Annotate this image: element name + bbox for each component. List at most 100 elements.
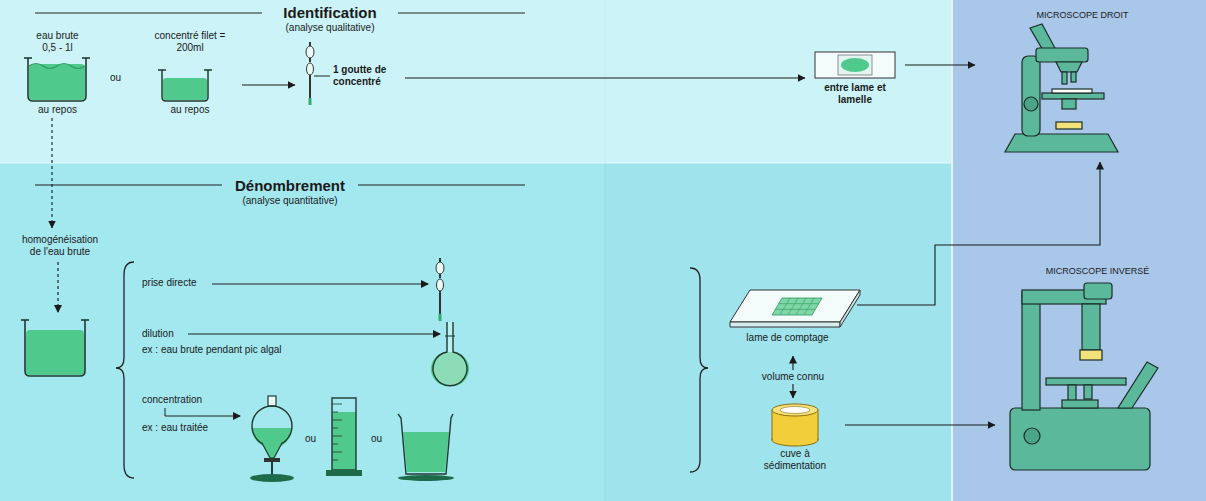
node-label: homogénéisation de l'eau brute bbox=[20, 234, 100, 258]
inverted-microscope bbox=[1084, 283, 1112, 299]
connector bbox=[845, 424, 995, 425]
upright-microscope bbox=[1024, 97, 1038, 111]
connector bbox=[905, 64, 975, 65]
connector bbox=[51, 118, 52, 228]
graduated-cylinder bbox=[332, 444, 338, 445]
text-holder: 1 goutte de concentré bbox=[333, 64, 401, 88]
text-holder: MICROSCOPE INVERSÉ bbox=[995, 266, 1200, 277]
graduated-cylinder bbox=[326, 470, 362, 476]
band-ground bbox=[605, 163, 606, 501]
graduated-cylinder bbox=[332, 404, 342, 405]
arrow bbox=[188, 334, 440, 335]
inverted-microscope bbox=[1068, 385, 1076, 401]
connector bbox=[857, 162, 1100, 305]
heading-rule bbox=[398, 13, 525, 14]
beaker bbox=[398, 414, 454, 481]
separating-funnel bbox=[250, 474, 294, 482]
inverted-microscope bbox=[1010, 283, 1158, 470]
node-label: prise directe bbox=[142, 277, 217, 289]
upright-microscope bbox=[1062, 99, 1076, 109]
sedimentation-chamber bbox=[772, 404, 818, 446]
text-holder: dilution bbox=[142, 328, 186, 340]
text-holder: ou bbox=[371, 433, 382, 445]
separating-funnel bbox=[250, 396, 294, 482]
beaker bbox=[398, 475, 454, 481]
text-holder: MICROSCOPE DROIT bbox=[975, 10, 1190, 21]
graduated-cylinder bbox=[332, 460, 338, 461]
slide bbox=[815, 52, 895, 78]
volumetric-flask bbox=[433, 322, 467, 386]
node-label: lame de comptage bbox=[720, 332, 855, 344]
jar bbox=[163, 78, 207, 100]
jar bbox=[204, 69, 212, 71]
or-label: ou bbox=[110, 72, 121, 84]
counting-slide bbox=[840, 290, 860, 327]
graduated-cylinder bbox=[332, 404, 342, 460]
section-band: Identification(analyse qualitative)eau b… bbox=[0, 0, 952, 163]
arrow bbox=[212, 284, 428, 285]
counting-slide-box: lame de comptage bbox=[720, 278, 857, 356]
inverted-microscope bbox=[1010, 408, 1150, 470]
text-holder: au repos bbox=[15, 104, 100, 116]
upright-microscope bbox=[1005, 24, 1118, 152]
connector bbox=[405, 77, 805, 78]
text-holder: Identification bbox=[270, 4, 390, 22]
heading-rule bbox=[35, 185, 222, 186]
or-label: ou bbox=[305, 433, 316, 445]
jar bbox=[24, 58, 90, 101]
upright-microscope bbox=[1052, 89, 1092, 93]
jar bbox=[25, 320, 85, 376]
upright-microscope bbox=[1022, 56, 1040, 136]
slide bbox=[815, 52, 895, 78]
band-ground bbox=[0, 163, 952, 501]
text-holder: ex : eau traitée bbox=[142, 422, 252, 434]
band-ground bbox=[951, 0, 953, 501]
counting-slide bbox=[775, 298, 818, 315]
microscope-box: MICROSCOPE INVERSÉ bbox=[995, 262, 1202, 477]
illustration bbox=[436, 258, 444, 321]
illustration bbox=[306, 42, 314, 105]
inverted-microscope bbox=[1084, 385, 1092, 399]
beaker bbox=[403, 432, 449, 472]
concentrate-jar: concentré filet = 200mlau repos bbox=[140, 30, 242, 118]
jar bbox=[29, 64, 85, 69]
inverted-microscope bbox=[1062, 400, 1098, 408]
graduated-cylinder bbox=[326, 398, 362, 476]
text-holder: ex : eau brute pendant pic algal bbox=[142, 344, 332, 356]
counting-slide bbox=[788, 298, 798, 315]
heading-rule bbox=[35, 13, 262, 14]
band-ground bbox=[605, 0, 606, 163]
sedimentation-chamber bbox=[772, 404, 818, 416]
counting-slide bbox=[730, 290, 860, 327]
jar bbox=[29, 64, 85, 100]
heading: 1 goutte de concentré bbox=[333, 64, 401, 88]
homogenisation-step: homogénéisation de l'eau brute bbox=[5, 228, 115, 378]
jar bbox=[24, 57, 32, 59]
volumetric-flask bbox=[431, 322, 469, 386]
separating-funnel bbox=[271, 462, 273, 474]
text-holder: eau brute 0,5 - 1l bbox=[30, 30, 85, 54]
graduated-cylinder bbox=[332, 412, 338, 413]
text-holder: concentration bbox=[142, 394, 232, 406]
node-label: ex : eau brute pendant pic algal bbox=[142, 344, 332, 356]
separating-funnel bbox=[268, 396, 276, 406]
jar bbox=[82, 57, 90, 59]
jar bbox=[26, 330, 84, 375]
inverted-microscope bbox=[1080, 350, 1102, 360]
bracket bbox=[690, 268, 708, 472]
heading: Identification bbox=[270, 4, 390, 22]
jar bbox=[158, 69, 166, 71]
band-ground bbox=[0, 0, 952, 163]
counting-slide bbox=[796, 298, 806, 315]
text-holder: (analyse quantitative) bbox=[215, 195, 365, 207]
counting-slide bbox=[730, 322, 840, 327]
counting-slide bbox=[730, 290, 860, 322]
bracket bbox=[116, 262, 134, 478]
method-row: prise directe bbox=[140, 265, 460, 315]
slide-step: entre lame et lamelle bbox=[805, 48, 905, 118]
band-ground bbox=[953, 0, 1206, 501]
inverted-microscope bbox=[1118, 362, 1158, 408]
text-holder: prise directe bbox=[142, 277, 217, 289]
node-label: au repos bbox=[15, 104, 100, 116]
node-label: concentration bbox=[142, 394, 232, 406]
